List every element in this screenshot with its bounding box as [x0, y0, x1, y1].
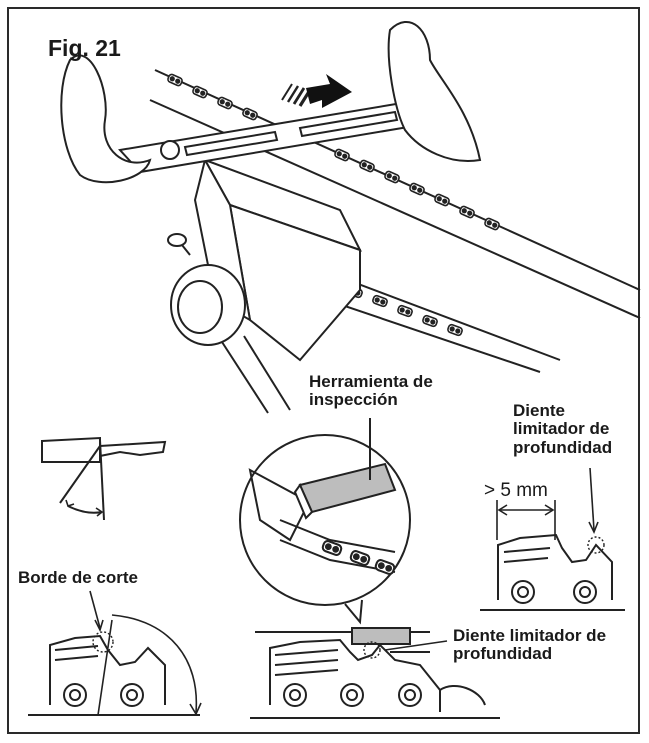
chain-bar-illustration	[60, 20, 641, 414]
arrow-right-icon	[281, 74, 352, 108]
chain-gauge-check-diagram	[250, 627, 500, 719]
cutting-edge-label: Borde de corte	[18, 568, 138, 587]
depth-gauge-tooth-label-top: Diente limitador de profundidad	[513, 401, 613, 457]
figure-label: Fig. 21	[48, 35, 121, 61]
gap-measure-label: > 5 mm	[484, 480, 548, 501]
depth-gauge-tooth-label-bottom: Diente limitador de profundidad	[453, 626, 607, 664]
cutting-tooth-diagram	[28, 590, 202, 716]
inspection-magnifier	[239, 418, 411, 625]
depth-gauge-tooth-diagram	[480, 467, 625, 611]
inspection-tool-label: Herramienta de inspección	[309, 372, 433, 410]
tooth-angle-diagram	[41, 436, 167, 521]
